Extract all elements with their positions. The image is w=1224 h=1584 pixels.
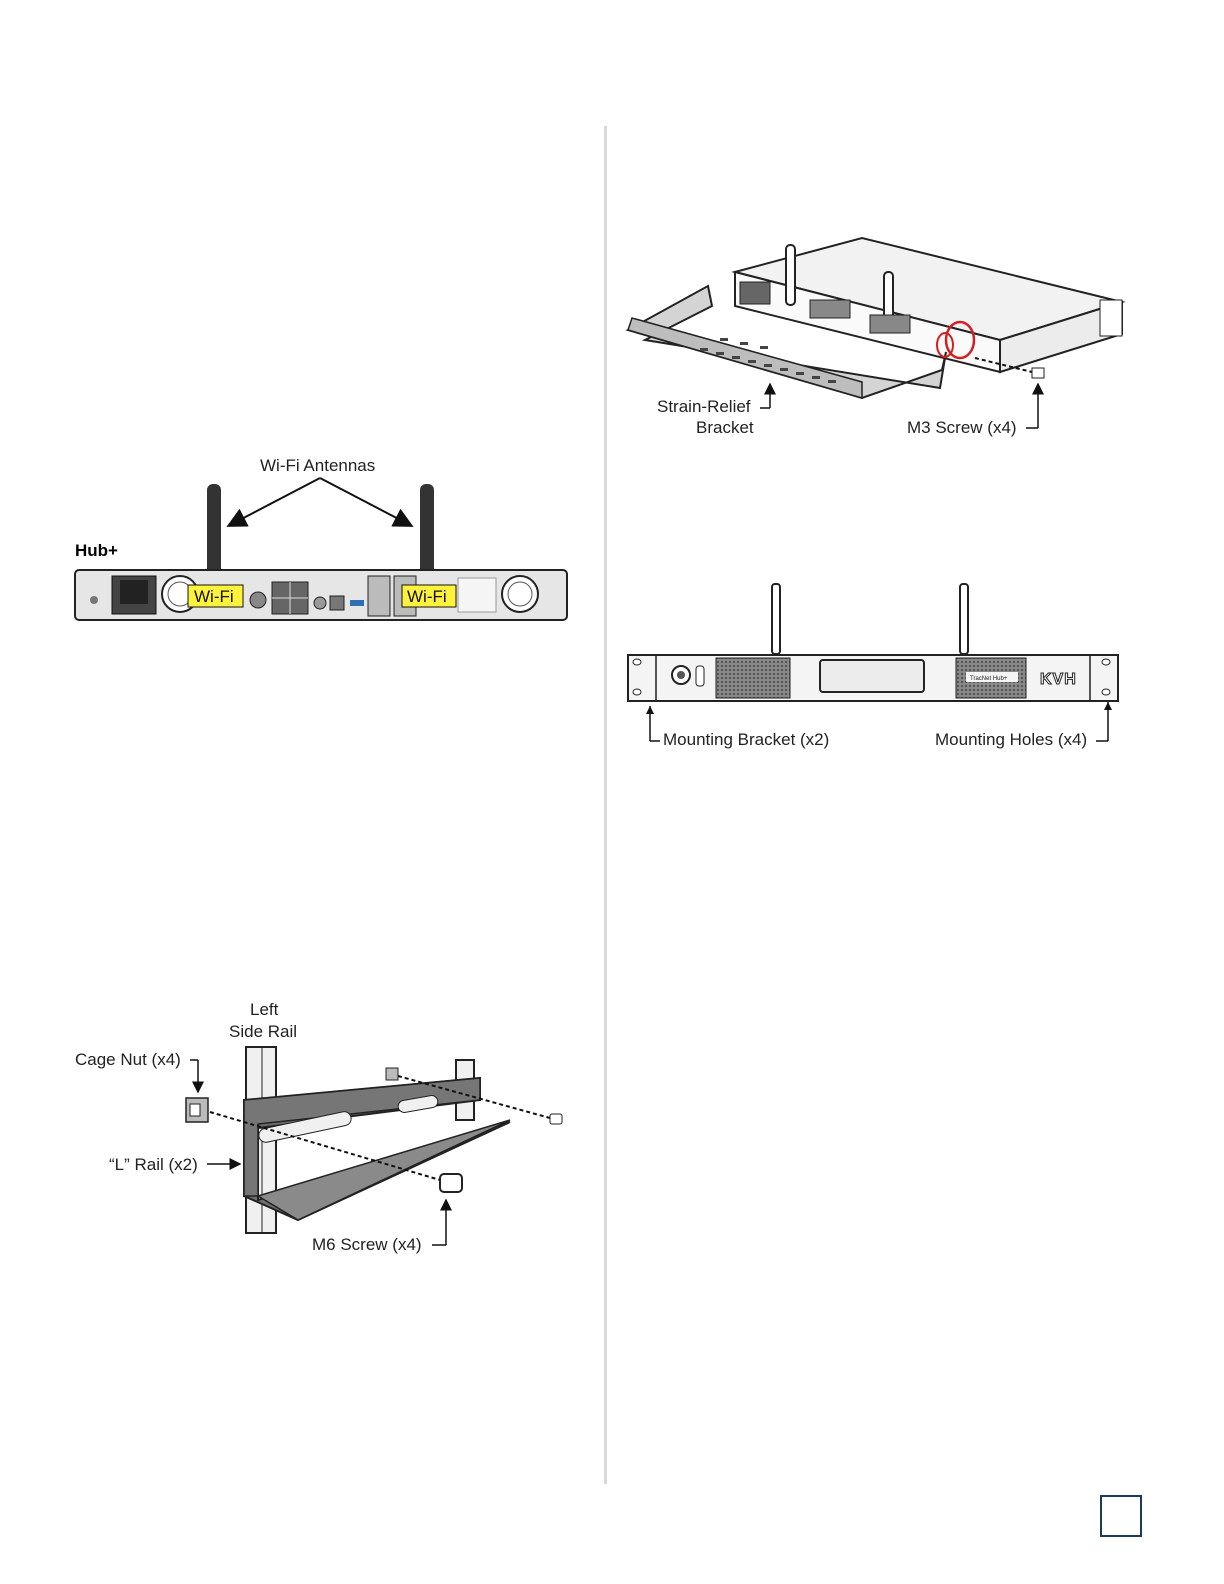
left-label: Left	[250, 1000, 279, 1019]
page-number-box	[1100, 1495, 1142, 1537]
cage-nut-label: Cage Nut (x4)	[75, 1050, 181, 1069]
m6-screw-icon	[440, 1174, 462, 1192]
m6-screw-icon	[550, 1114, 562, 1124]
l-rail-label: “L” Rail (x2)	[109, 1155, 198, 1174]
m6-screw-label: M6 Screw (x4)	[312, 1235, 422, 1254]
cage-nut-icon	[386, 1068, 398, 1080]
side-rail-label: Side Rail	[229, 1022, 297, 1041]
